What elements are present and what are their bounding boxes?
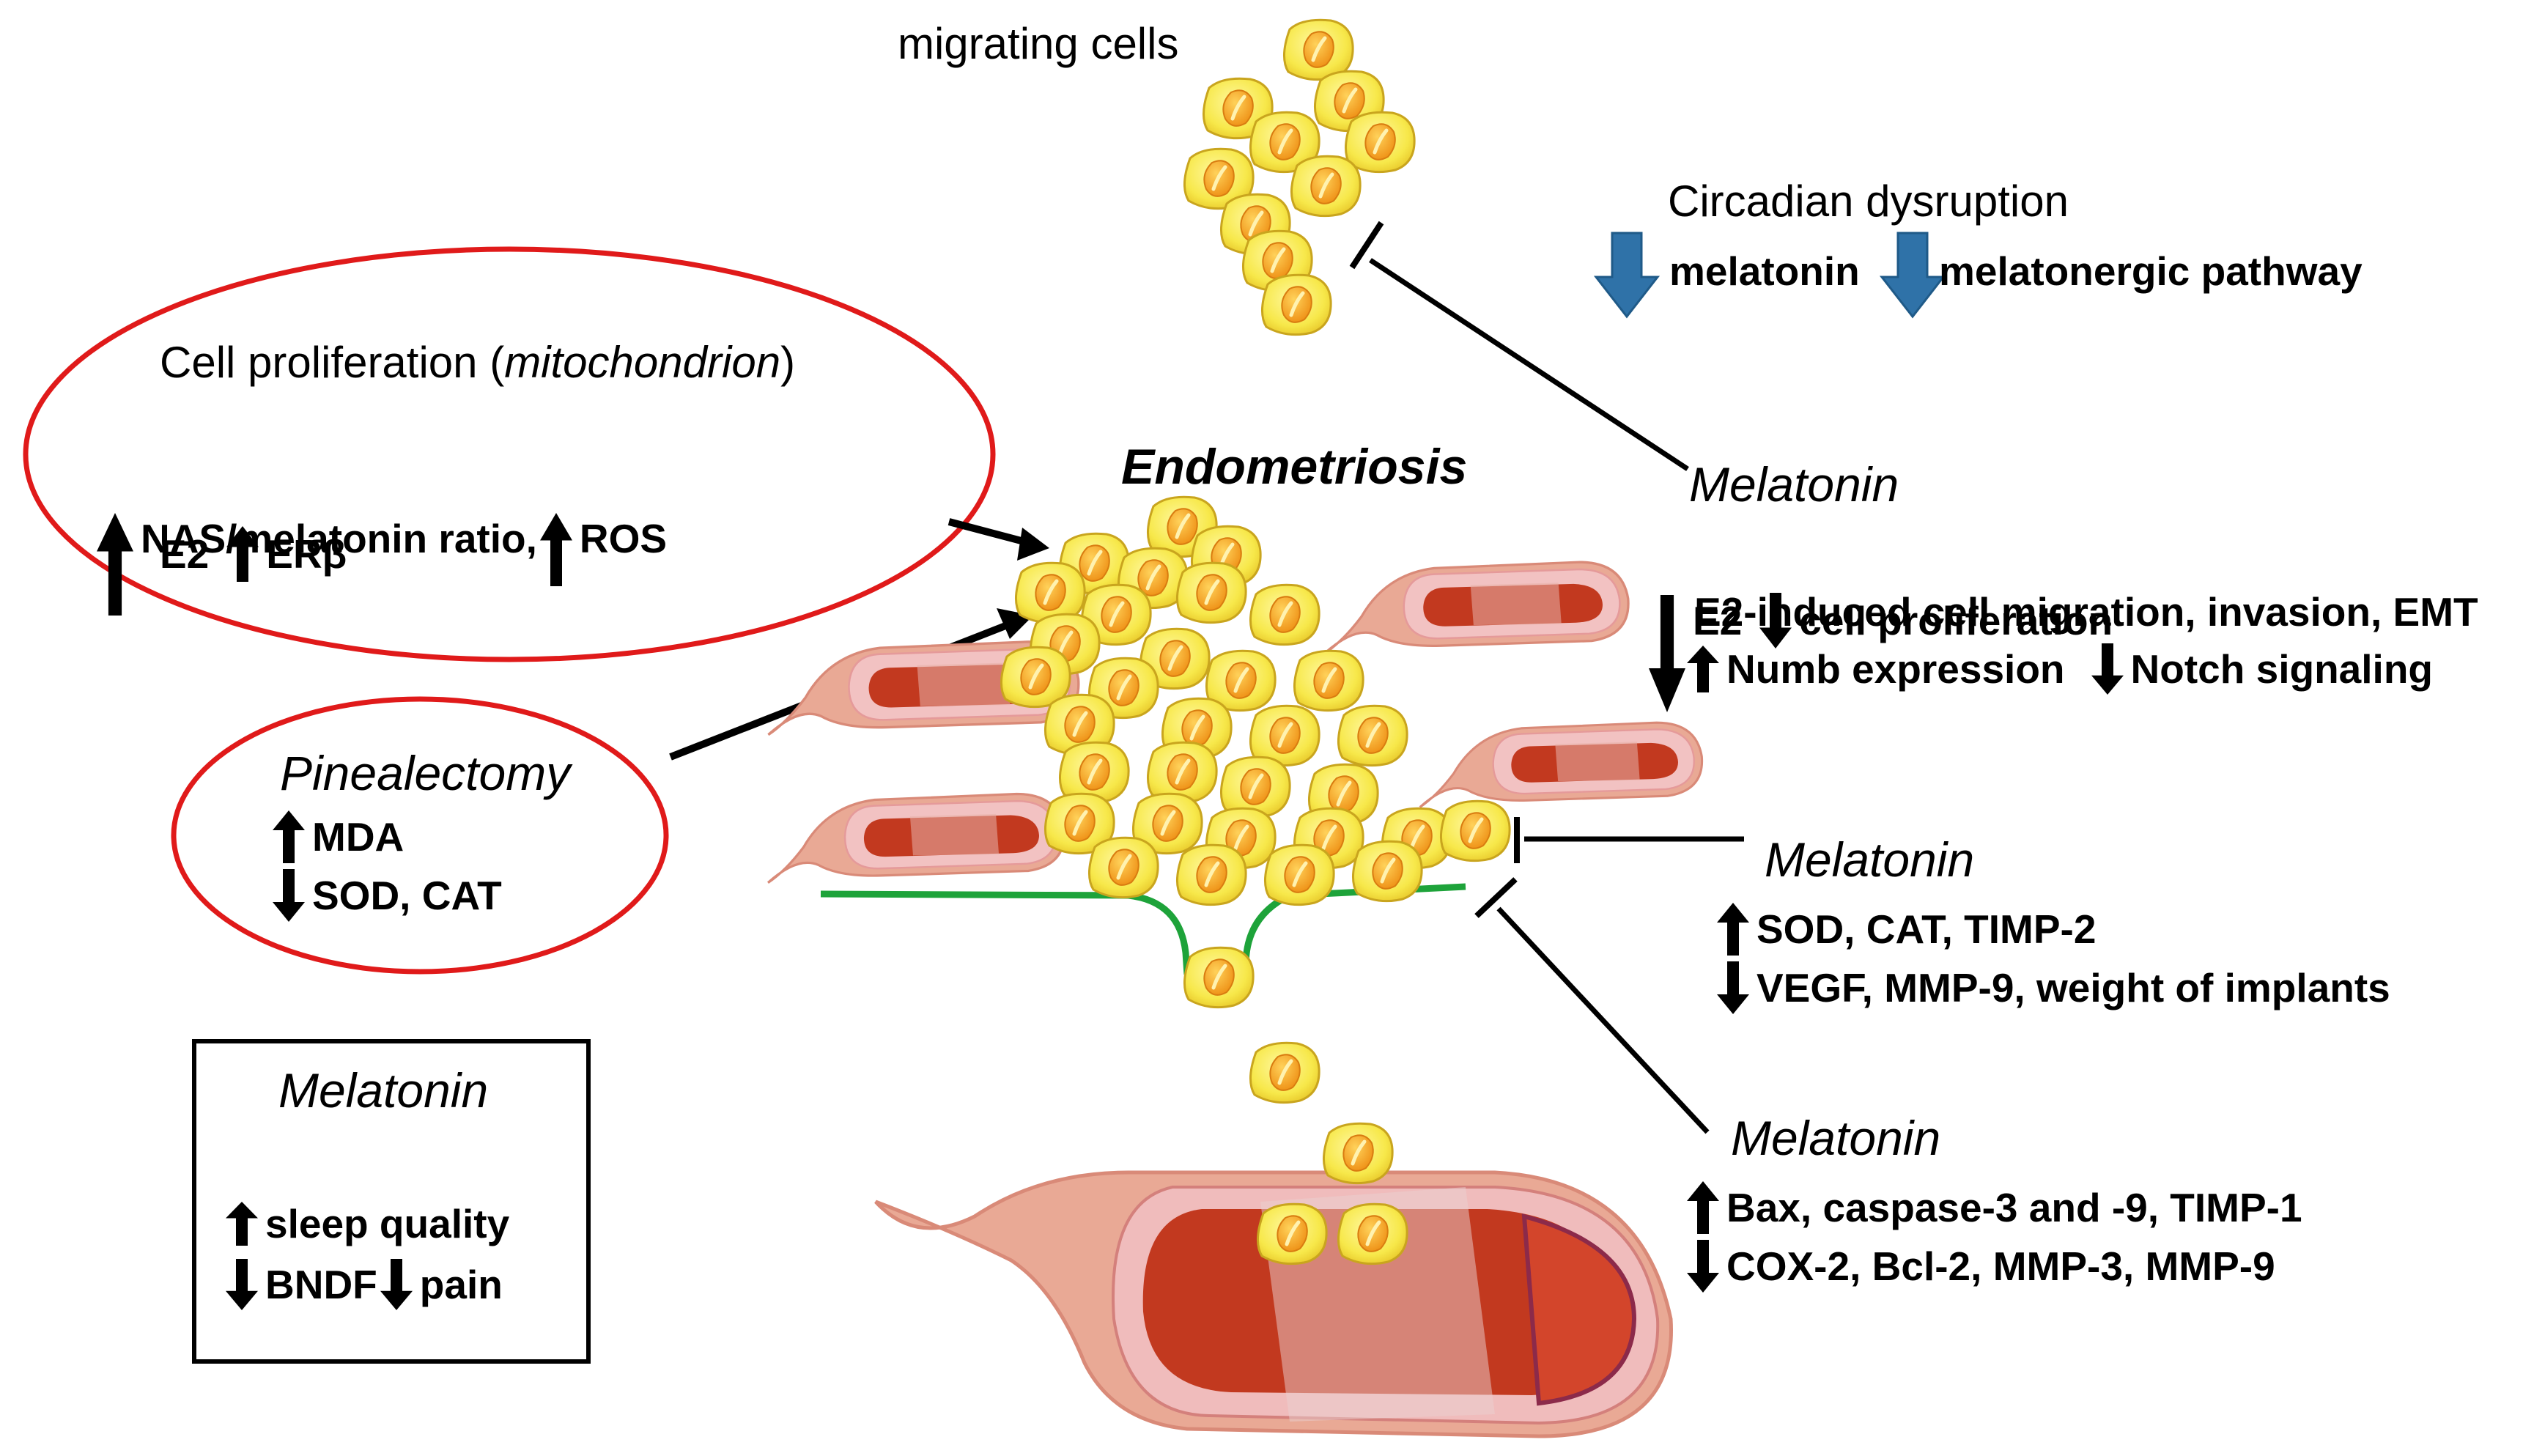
inhibit-line-3 — [1496, 906, 1710, 1134]
pinealectomy-title: Pinealectomy — [280, 746, 571, 800]
pinealectomy-down: SOD, CAT — [273, 869, 502, 922]
melatonin-1-line3: Numb expression Notch signaling — [1687, 643, 2433, 695]
up-arrow-icon — [226, 1202, 258, 1246]
down-arrow-icon — [380, 1259, 413, 1310]
melatonin-3-down: COX-2, Bcl-2, MMP-3, MMP-9 — [1687, 1240, 2275, 1293]
up-arrow-icon — [1687, 1181, 1719, 1234]
pinealectomy-up: MDA — [273, 810, 404, 863]
up-arrow-icon — [273, 810, 305, 863]
circadian-item-melatonin: melatonin — [1669, 248, 1860, 294]
down-arrow-icon — [1687, 1240, 1719, 1293]
up-arrow-icon — [1687, 646, 1719, 692]
pinealectomy-ellipse — [171, 696, 669, 975]
melatonin-1-title: Melatonin — [1689, 457, 1899, 511]
down-arrow-icon — [273, 869, 305, 922]
melatonin-box-down: BNDF pain — [226, 1259, 503, 1310]
migrating-cells-cluster — [1184, 20, 1414, 334]
inhibit-line-1 — [1369, 258, 1689, 471]
membrane — [820, 883, 1466, 975]
down-arrow-icon — [2091, 643, 2124, 695]
melatonin-2-title: Melatonin — [1765, 832, 1975, 887]
melatonin-box-up: sleep quality — [226, 1202, 509, 1246]
melatonin-1-line2: E2-induced cell migration, invasion, EMT — [1694, 589, 2478, 635]
cell-proliferation-line2: E2 ERβ — [160, 526, 347, 582]
down-arrow-icon — [1717, 961, 1749, 1014]
melatonin-2-up: SOD, CAT, TIMP-2 — [1717, 903, 2096, 956]
cell-proliferation-ellipse — [23, 246, 996, 662]
circadian-item-pathway: melatonergic pathway — [1939, 248, 2363, 294]
melatonin-box-title: Melatonin — [278, 1063, 489, 1117]
circadian-title: Circadian dysruption — [1668, 177, 2069, 226]
endometriosis-title: Endometriosis — [1121, 439, 1468, 495]
down-arrow-icon — [1649, 595, 1685, 712]
melatonin-3-up: Bax, caspase-3 and -9, TIMP-1 — [1687, 1181, 2302, 1234]
up-arrow-icon — [226, 526, 259, 582]
down-arrow-icon — [226, 1259, 258, 1310]
melatonin-2-down: VEGF, MMP-9, weight of implants — [1717, 961, 2390, 1014]
melatonin-box — [192, 1039, 591, 1364]
up-arrow-icon — [540, 513, 572, 586]
melatonin-3-title: Melatonin — [1731, 1111, 1941, 1165]
cell-proliferation-title: Cell proliferation (mitochondrion) — [160, 338, 796, 387]
migrating-cells-label: migrating cells — [898, 19, 1179, 68]
melatonin-1-line1: E2 cell proliferation — [1649, 529, 2113, 712]
up-arrow-icon — [97, 513, 133, 616]
up-arrow-icon — [1717, 903, 1749, 956]
cell-proliferation-line1: NAS/melatonin ratio, ROS — [97, 462, 667, 616]
circadian-arrows — [1593, 232, 1946, 319]
